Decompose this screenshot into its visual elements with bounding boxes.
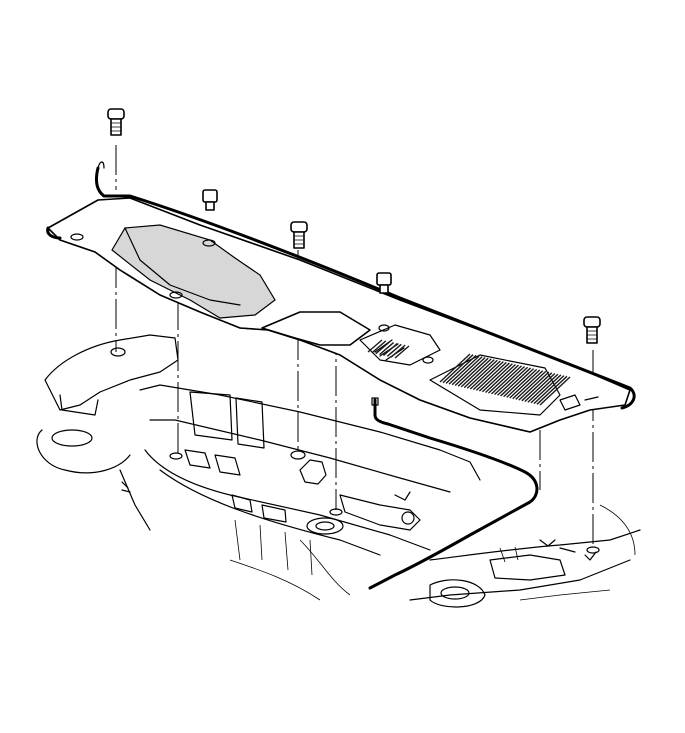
grille-slat (521, 372, 553, 402)
air-inlet-grille-panel (47, 197, 631, 433)
grille-slat (488, 364, 519, 394)
grille-slat (527, 373, 559, 403)
grille-slat (518, 371, 550, 401)
grille-slat (506, 368, 538, 398)
push-pin-icon (107, 108, 125, 136)
nut-icon (376, 272, 392, 294)
grille-slat (460, 358, 492, 388)
push-pin-icon (290, 221, 308, 249)
grille-slat (503, 368, 535, 398)
grille-slat (509, 369, 541, 399)
grille-slat (500, 367, 532, 397)
grille-slat (379, 342, 395, 356)
grille-slat (524, 373, 556, 403)
grille-slat (367, 339, 383, 353)
grille-slat (439, 353, 471, 383)
grille-slat (539, 376, 571, 406)
grille-slat (484, 363, 516, 393)
grille-slat (478, 362, 510, 392)
grille-slat (472, 361, 504, 391)
fasteners (107, 108, 601, 344)
grille-slat (463, 359, 495, 389)
push-pin-icon (583, 316, 601, 344)
grille-slat (457, 357, 489, 387)
windshield-seal (46, 161, 636, 410)
grille-slat (497, 366, 529, 396)
grille-slat (481, 363, 513, 393)
grille-slat (512, 370, 544, 400)
grille-slat (536, 375, 568, 405)
vehicle-body-structure (36, 334, 641, 608)
grille-slat (454, 356, 486, 386)
grille-slat (371, 340, 387, 354)
grille-slat (475, 361, 507, 391)
grille-slat (442, 354, 474, 384)
grille-slat (469, 360, 501, 390)
grille-slat (382, 342, 398, 356)
grille-slat (515, 370, 547, 400)
grille-slat (386, 343, 402, 357)
inlet-grille-hatching (367, 339, 571, 406)
grille-slat (451, 356, 483, 386)
grille-slat (445, 354, 477, 384)
grille-slat (491, 365, 522, 395)
grille-slat (394, 345, 410, 359)
grille-slat (448, 355, 480, 385)
nut-icon (202, 189, 218, 211)
grille-slat (494, 366, 526, 396)
grille-slat (390, 344, 406, 358)
grille-slat (466, 359, 498, 389)
grille-slat (533, 375, 565, 405)
grille-slat (530, 374, 562, 404)
mounting-studs (110, 347, 600, 554)
washer-hose (368, 397, 539, 590)
grille-slat (375, 341, 391, 355)
